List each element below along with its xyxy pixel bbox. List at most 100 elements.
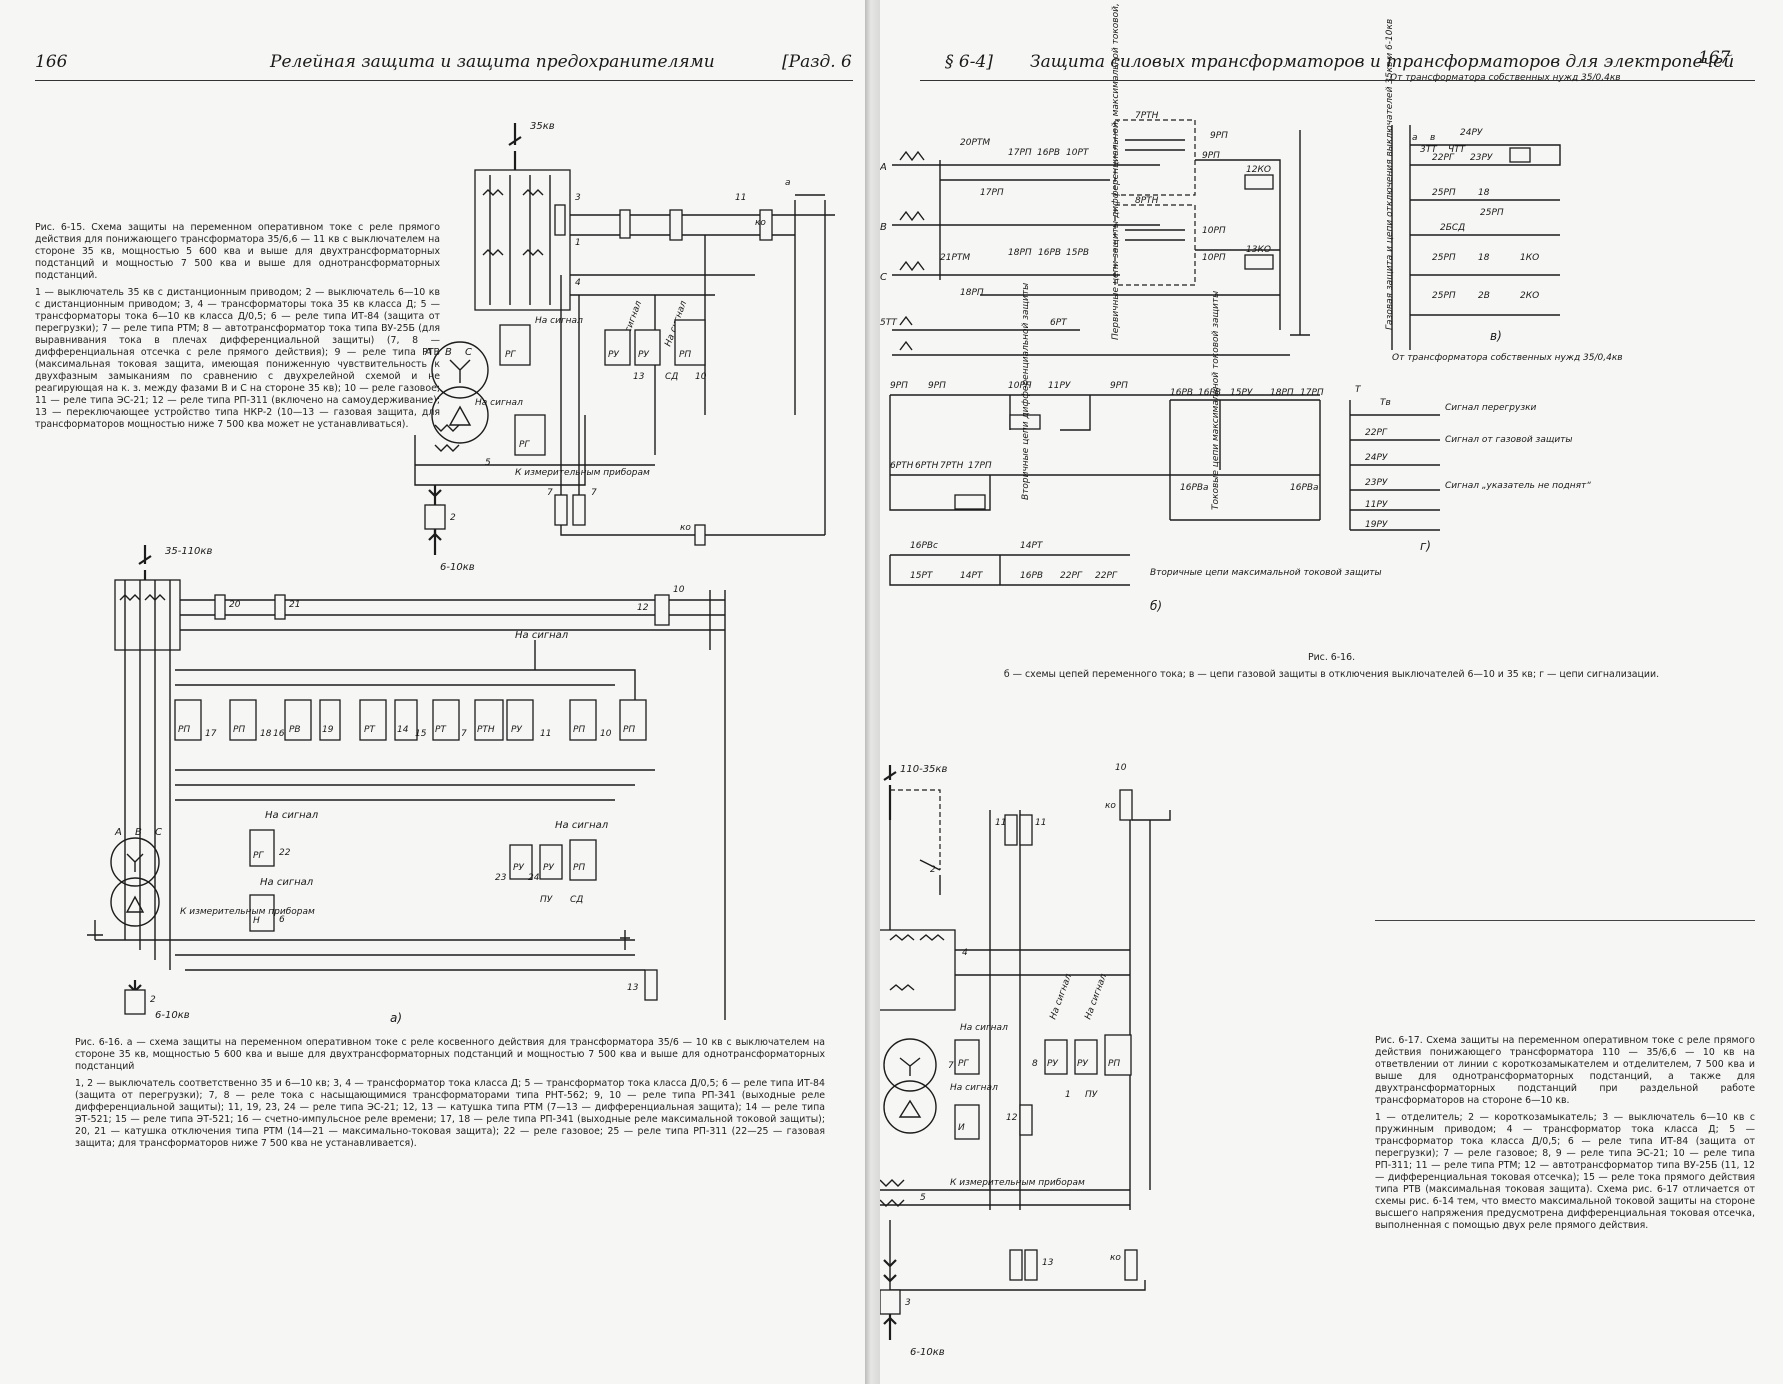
svg-text:РВ: РВ bbox=[289, 725, 301, 735]
svg-text:РП: РП bbox=[1108, 1059, 1120, 1069]
svg-text:24РУ: 24РУ bbox=[1365, 453, 1388, 463]
svg-text:18: 18 bbox=[1478, 253, 1490, 263]
svg-text:На сигнал: На сигнал bbox=[950, 1083, 998, 1093]
svg-text:7РТН: 7РТН bbox=[1135, 111, 1159, 121]
svg-text:Сигнал „указатель не поднят“: Сигнал „указатель не поднят“ bbox=[1445, 481, 1591, 491]
svg-text:7: 7 bbox=[461, 729, 467, 739]
svg-text:14РТ: 14РТ bbox=[960, 571, 984, 581]
svg-text:От трансформатора собственных: От трансформатора собственных нужд 35/0,… bbox=[1392, 353, 1623, 363]
svg-text:19: 19 bbox=[322, 725, 334, 735]
svg-text:6-10кв: 6-10кв bbox=[910, 1347, 945, 1358]
svg-text:13КО: 13КО bbox=[1246, 245, 1271, 255]
svg-text:22: 22 bbox=[279, 848, 291, 858]
svg-text:С: С bbox=[465, 347, 472, 358]
fig-6-17-diagram: 110-35кв 2 11 11 10 ко 4 На сигнал РГ7 Н… bbox=[880, 763, 1171, 1358]
svg-text:1: 1 bbox=[575, 238, 581, 248]
svg-text:РТ: РТ bbox=[364, 725, 376, 735]
svg-text:1КО: 1КО bbox=[1520, 253, 1539, 263]
svg-text:11: 11 bbox=[540, 729, 551, 739]
svg-text:РУ: РУ bbox=[513, 863, 524, 873]
svg-text:4: 4 bbox=[962, 948, 968, 958]
left-page: 166 Релейная защита и защита предохранит… bbox=[0, 0, 865, 1384]
svg-text:К измерительным приборам: К измерительным приборам bbox=[180, 907, 315, 917]
svg-text:РП: РП bbox=[233, 725, 245, 735]
svg-text:в): в) bbox=[1490, 329, 1502, 343]
right-page: § 6-4] Защита силовых трансформаторов и … bbox=[880, 0, 1783, 1384]
svg-text:в: в bbox=[1430, 133, 1435, 143]
svg-text:РУ: РУ bbox=[1047, 1059, 1058, 1069]
svg-text:19РУ: 19РУ bbox=[1365, 520, 1388, 530]
svg-text:ко: ко bbox=[1110, 1253, 1121, 1263]
rule-above-caption bbox=[1375, 920, 1755, 921]
svg-text:С: С bbox=[155, 827, 162, 838]
svg-text:10РП: 10РП bbox=[1202, 253, 1226, 263]
svg-text:К измерительным приборам: К измерительным приборам bbox=[515, 468, 650, 478]
svg-text:Н: Н bbox=[253, 916, 260, 926]
svg-text:РП: РП bbox=[623, 725, 635, 735]
svg-text:16РВ: 16РВ bbox=[1198, 388, 1221, 398]
svg-text:16РВа: 16РВа bbox=[1290, 483, 1319, 493]
svg-text:На сигнал: На сигнал bbox=[475, 398, 523, 408]
svg-text:17: 17 bbox=[205, 729, 217, 739]
svg-text:ПУ: ПУ bbox=[540, 895, 553, 905]
svg-text:Вторичные цепи дифференциально: Вторичные цепи дифференциальной защиты bbox=[1021, 283, 1031, 500]
page-number-right: 167 bbox=[1698, 48, 1731, 68]
svg-text:15РТ: 15РТ bbox=[910, 571, 934, 581]
svg-text:РГ: РГ bbox=[519, 440, 530, 450]
fig-6-15-legend: 1 — выключатель 35 кв с дистанционным пр… bbox=[35, 287, 440, 430]
svg-text:6-10кв: 6-10кв bbox=[155, 1010, 190, 1021]
section-ref-right: § 6-4] bbox=[945, 52, 993, 72]
svg-text:16РВ: 16РВ bbox=[1020, 571, 1043, 581]
svg-text:РГ: РГ bbox=[958, 1059, 969, 1069]
svg-text:16: 16 bbox=[273, 729, 285, 739]
svg-text:6-10кв: 6-10кв bbox=[440, 562, 475, 573]
svg-text:ко: ко bbox=[755, 218, 766, 228]
svg-text:12: 12 bbox=[1006, 1113, 1018, 1123]
svg-text:11: 11 bbox=[1035, 818, 1046, 828]
header-rule bbox=[35, 80, 853, 81]
svg-text:РТ: РТ bbox=[435, 725, 447, 735]
svg-text:РП: РП bbox=[573, 725, 585, 735]
svg-text:7: 7 bbox=[591, 488, 597, 498]
svg-text:10РТ: 10РТ bbox=[1066, 148, 1090, 158]
svg-text:25РП: 25РП bbox=[1432, 188, 1456, 198]
svg-text:14РТ: 14РТ bbox=[1020, 541, 1044, 551]
svg-text:На сигнал: На сигнал bbox=[555, 820, 609, 831]
svg-text:2БСД: 2БСД bbox=[1440, 223, 1465, 233]
svg-text:10: 10 bbox=[673, 585, 685, 595]
svg-text:18РП: 18РП bbox=[1270, 388, 1294, 398]
svg-text:От трансформатора собственных: От трансформатора собственных нужд 35/0,… bbox=[1390, 73, 1621, 83]
svg-text:15РУ: 15РУ bbox=[1230, 388, 1253, 398]
svg-text:25РП: 25РП bbox=[1480, 208, 1504, 218]
svg-text:8РТН: 8РТН bbox=[1135, 196, 1159, 206]
svg-text:А: А bbox=[114, 827, 122, 838]
svg-text:18РП: 18РП bbox=[1008, 248, 1032, 258]
svg-text:25РП: 25РП bbox=[1432, 291, 1456, 301]
svg-text:15: 15 bbox=[415, 729, 427, 739]
section-ref: [Разд. 6 bbox=[782, 52, 852, 72]
svg-text:12: 12 bbox=[637, 603, 649, 613]
svg-text:3: 3 bbox=[575, 193, 581, 203]
svg-text:17РП: 17РП bbox=[1008, 148, 1032, 158]
svg-text:13: 13 bbox=[633, 372, 645, 382]
rtn-dashed-box-1 bbox=[1114, 119, 1196, 196]
svg-text:21РТМ: 21РТМ bbox=[940, 253, 970, 263]
svg-text:РУ: РУ bbox=[608, 350, 619, 360]
svg-text:2: 2 bbox=[450, 513, 456, 523]
svg-text:18: 18 bbox=[1478, 188, 1490, 198]
svg-text:22РГ: 22РГ bbox=[1095, 571, 1118, 581]
page-number: 166 bbox=[35, 52, 68, 72]
running-title: Релейная защита и защита предохранителям… bbox=[270, 52, 715, 72]
svg-text:На сигнал: На сигнал bbox=[265, 810, 319, 821]
svg-text:10РП: 10РП bbox=[1008, 381, 1032, 391]
svg-text:17РП: 17РП bbox=[980, 188, 1004, 198]
fig-6-16-title: Рис. 6-16. bbox=[1307, 652, 1356, 663]
svg-text:На сигнал: На сигнал bbox=[535, 316, 583, 326]
svg-text:4: 4 bbox=[575, 278, 581, 288]
svg-text:СД: СД bbox=[570, 895, 583, 905]
svg-text:г): г) bbox=[1420, 539, 1431, 553]
